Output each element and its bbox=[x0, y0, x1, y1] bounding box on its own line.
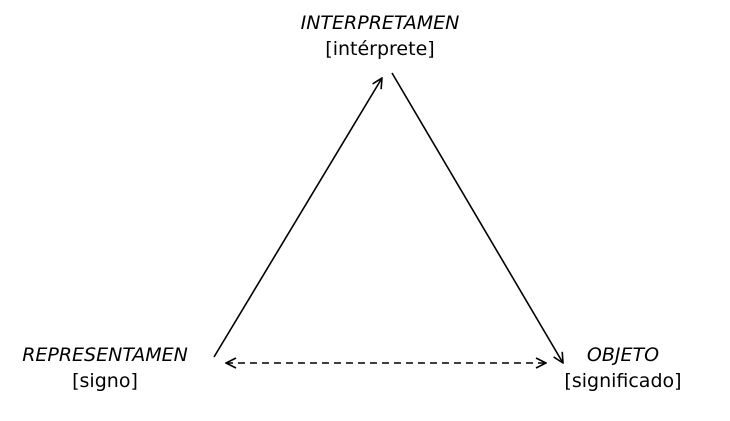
edge-interpretamen-to-objeto bbox=[391, 72, 563, 363]
node-title: OBJETO bbox=[586, 344, 660, 366]
node-title: REPRESENTAMEN bbox=[22, 344, 188, 366]
node-subtitle: [intérprete] bbox=[325, 38, 435, 60]
edge-representamen-to-interpretamen bbox=[213, 78, 382, 358]
node-title: INTERPRETAMEN bbox=[300, 12, 460, 34]
node-representamen: REPRESENTAMEN [signo] bbox=[0, 342, 210, 394]
node-subtitle: [significado] bbox=[564, 370, 682, 392]
node-interpretamen: INTERPRETAMEN [intérprete] bbox=[290, 10, 470, 62]
node-subtitle: [signo] bbox=[72, 370, 138, 392]
node-objeto: OBJETO [significado] bbox=[548, 342, 698, 394]
